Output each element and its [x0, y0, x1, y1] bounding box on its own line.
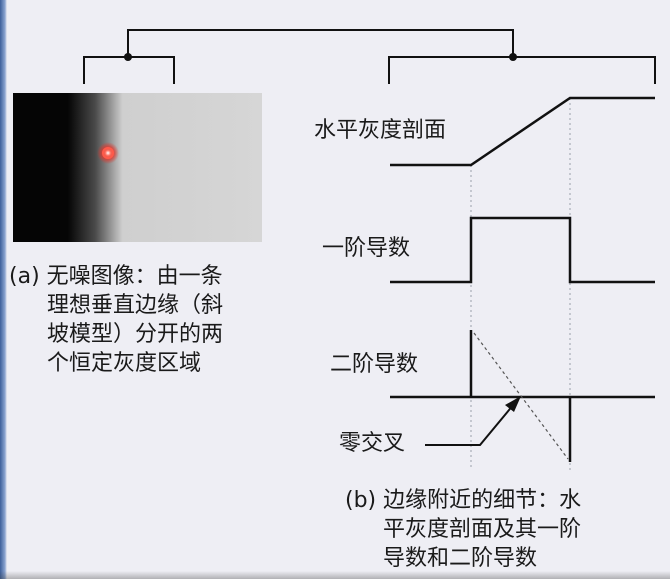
edge-marker: [97, 142, 119, 164]
second-derivative-label: 二阶导数: [330, 352, 419, 377]
first-derivative-label: 一阶导数: [322, 236, 411, 261]
caption-b-line: 导数和二阶导数: [383, 546, 538, 571]
first-derivative-curve: [390, 216, 655, 284]
slide-accent-bar: [0, 0, 7, 579]
second-derivative-curve: [390, 330, 655, 462]
caption-b-line: (b) 边缘附近的细节：水: [345, 488, 582, 513]
top-bracket: [127, 29, 514, 55]
caption-a-line: (a) 无噪图像：由一条: [9, 264, 223, 289]
zero-crossing-arrowhead: [505, 396, 521, 412]
caption-b: (b) 边缘附近的细节：水 平灰度剖面及其一阶 导数和二阶导数: [345, 486, 581, 573]
zero-crossing-arrow: [425, 403, 515, 446]
left-bracket: [83, 56, 175, 84]
caption-a-line: 坡模型）分开的两: [47, 322, 224, 347]
caption-a-line: 个恒定灰度区域: [47, 351, 202, 376]
horizontal-profile-label: 水平灰度剖面: [314, 118, 447, 143]
zero-crossing-label: 零交叉: [339, 431, 406, 456]
connector-brackets: [83, 29, 656, 84]
edge-marker-ring: [102, 147, 114, 159]
right-junction-dot: [509, 53, 517, 61]
caption-a-line: 理想垂直边缘（斜: [47, 293, 224, 318]
caption-a: (a) 无噪图像：由一条 理想垂直边缘（斜 坡模型）分开的两 个恒定灰度区域: [9, 262, 223, 378]
ramp-edge-image: [13, 93, 262, 242]
left-junction-dot: [124, 53, 132, 61]
caption-b-line: 平灰度剖面及其一阶: [383, 517, 582, 542]
right-bracket: [388, 56, 656, 84]
bottom-edge-shadow: [0, 571, 670, 579]
intensity-profile-curve: [390, 96, 655, 167]
